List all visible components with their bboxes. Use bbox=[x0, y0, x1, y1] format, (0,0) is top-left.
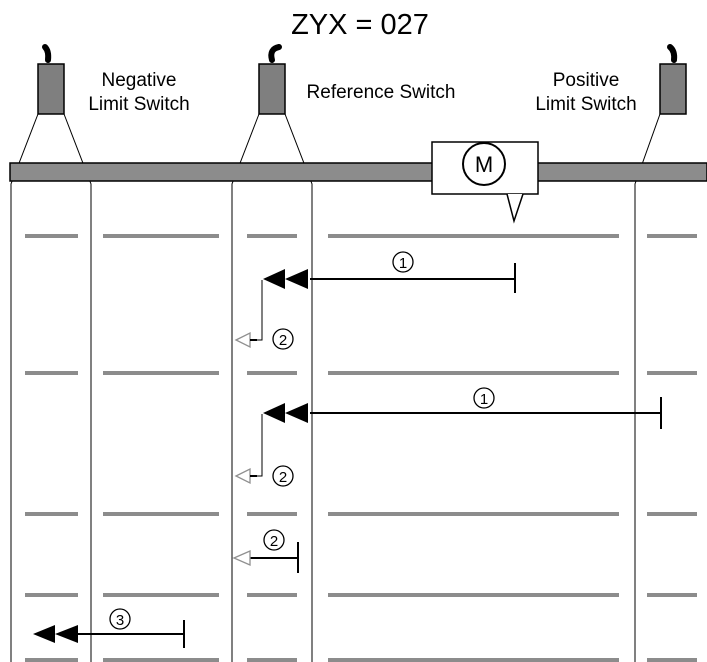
scenario-2-move-1 bbox=[263, 397, 662, 429]
svg-text:1: 1 bbox=[480, 391, 488, 408]
scenario-4-step-3-marker: 3 bbox=[109, 608, 131, 630]
reference-switch-zone bbox=[231, 113, 313, 662]
hollow-arrow-left-icon bbox=[234, 331, 251, 349]
double-arrow-left-icon bbox=[263, 269, 308, 289]
motor-label: M bbox=[475, 152, 493, 177]
scenario-1-move-1 bbox=[263, 263, 516, 293]
hollow-arrow-left-icon bbox=[232, 550, 251, 566]
hollow-arrow-left-icon bbox=[234, 467, 251, 485]
scenario-2-move-2 bbox=[234, 414, 263, 485]
negative-limit-zone bbox=[10, 113, 92, 662]
positive-limit-switch-sensor bbox=[659, 44, 687, 115]
scenario-3-move-2 bbox=[232, 542, 299, 573]
scenario-2-step-1-marker: 1 bbox=[473, 387, 495, 409]
axis-rail bbox=[9, 162, 707, 182]
svg-text:3: 3 bbox=[116, 612, 124, 629]
positive-limit-zone bbox=[634, 113, 661, 662]
motor-carriage: M bbox=[431, 141, 539, 224]
negative-limit-label-1: Negative bbox=[102, 70, 177, 91]
scenario-1-move-2 bbox=[234, 280, 263, 349]
position-pointer bbox=[506, 193, 524, 224]
scenario-3-step-2-marker: 2 bbox=[263, 529, 285, 551]
scenario-4-move-3 bbox=[33, 620, 185, 648]
motor-icon bbox=[462, 142, 506, 186]
positive-limit-label-2: Limit Switch bbox=[535, 94, 636, 115]
scenario-1-step-2-marker: 2 bbox=[272, 328, 294, 350]
svg-text:2: 2 bbox=[279, 332, 287, 349]
negative-limit-switch-sensor bbox=[37, 44, 65, 115]
positive-limit-label-1: Positive bbox=[553, 70, 620, 91]
diagram-title: ZYX = 027 bbox=[291, 9, 429, 41]
double-arrow-left-icon bbox=[263, 403, 308, 423]
svg-text:2: 2 bbox=[279, 469, 287, 486]
double-arrow-left-icon bbox=[33, 625, 78, 643]
reference-switch-label: Reference Switch bbox=[307, 82, 456, 103]
reference-switch-sensor bbox=[258, 44, 286, 115]
negative-limit-label-2: Limit Switch bbox=[88, 94, 189, 115]
scenario-2-step-2-marker: 2 bbox=[272, 465, 294, 487]
svg-text:1: 1 bbox=[399, 255, 407, 272]
svg-text:2: 2 bbox=[270, 533, 278, 550]
scenario-1-step-1-marker: 1 bbox=[392, 251, 414, 273]
